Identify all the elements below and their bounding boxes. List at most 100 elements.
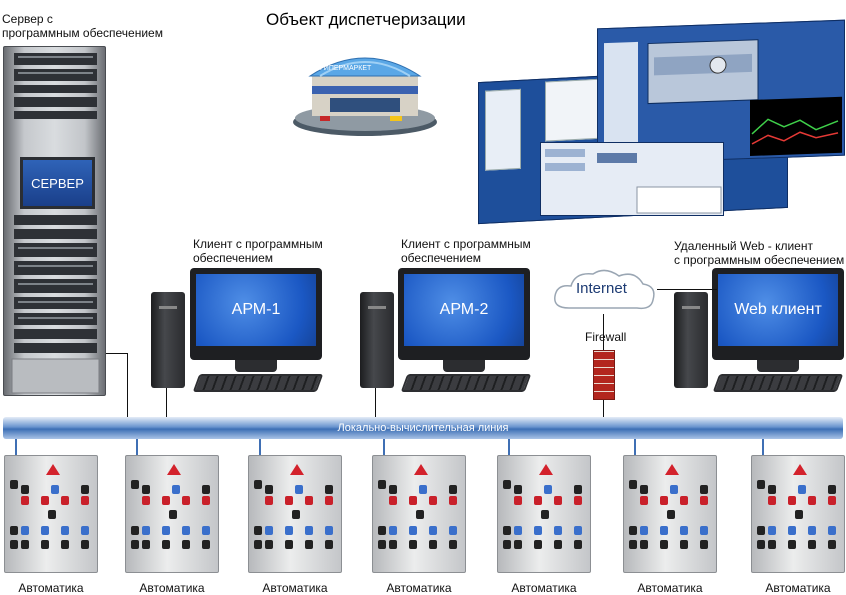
switch-icon [660, 540, 668, 549]
blue-indicator-icon [544, 485, 552, 494]
panel-bus-drop [383, 439, 385, 455]
switch-icon [416, 510, 424, 519]
scada-trend-panel [545, 78, 605, 142]
blue-indicator-icon [81, 526, 89, 535]
client1-caption-line2: обеспечением [193, 251, 274, 265]
automation-panel [751, 455, 845, 573]
switch-icon [10, 540, 18, 549]
firewall-icon [593, 350, 615, 400]
scada-panel [485, 88, 521, 171]
blue-indicator-icon [660, 526, 668, 535]
switch-icon [131, 526, 139, 535]
client3-caption-line2: с программным обеспечением [674, 253, 845, 267]
switch-icon [21, 485, 29, 494]
switch-icon [574, 485, 582, 494]
switch-icon [503, 526, 511, 535]
switch-icon [757, 526, 765, 535]
scada-screen-overlay [540, 142, 724, 216]
switch-icon [808, 540, 816, 549]
switch-icon [292, 510, 300, 519]
automation-panel-label: Автоматика [765, 581, 831, 595]
server-screen: СЕРВЕР [20, 157, 95, 209]
switch-icon [48, 510, 56, 519]
client1-stand [235, 360, 277, 372]
blue-indicator-icon [389, 526, 397, 535]
switch-icon [429, 540, 437, 549]
switch-icon [142, 540, 150, 549]
scada-controls-icon [545, 149, 722, 214]
client2-caption-line1: Клиент с программным [401, 237, 531, 251]
switch-icon [325, 540, 333, 549]
switch-icon [700, 485, 708, 494]
red-indicator-icon [788, 496, 796, 505]
switch-icon [700, 540, 708, 549]
blue-indicator-icon [305, 526, 313, 535]
switch-icon [514, 485, 522, 494]
blue-indicator-icon [142, 526, 150, 535]
web-client-keyboard-icon [712, 374, 844, 392]
blue-indicator-icon [514, 526, 522, 535]
rack-units-icon [11, 53, 100, 394]
client2-stand [443, 360, 485, 372]
blue-indicator-icon [534, 526, 542, 535]
switch-icon [757, 480, 765, 489]
lan-bus: Локально-вычислительная линия [3, 417, 843, 439]
blue-indicator-icon [41, 526, 49, 535]
red-indicator-icon [41, 496, 49, 505]
switch-icon [389, 485, 397, 494]
web-client-tower-icon [674, 292, 708, 388]
client2-caption-line2: обеспечением [401, 251, 482, 265]
warning-triangle-icon [46, 464, 60, 475]
automation-panel [372, 455, 466, 573]
red-indicator-icon [409, 496, 417, 505]
client2-monitor: АРМ-2 [398, 268, 530, 360]
red-indicator-icon [325, 496, 333, 505]
red-indicator-icon [534, 496, 542, 505]
switch-icon [202, 485, 210, 494]
switch-icon [514, 540, 522, 549]
switch-icon [680, 540, 688, 549]
blue-indicator-icon [680, 526, 688, 535]
diagram-title: Объект диспетчеризации [266, 10, 466, 29]
blue-indicator-icon [202, 526, 210, 535]
blue-indicator-icon [182, 526, 190, 535]
switch-icon [169, 510, 177, 519]
switch-icon [265, 540, 273, 549]
client2-screen: АРМ-2 [404, 274, 524, 346]
automation-panel [623, 455, 717, 573]
switch-icon [503, 480, 511, 489]
client2-tower-icon [360, 292, 394, 388]
blue-indicator-icon [798, 485, 806, 494]
switch-icon [378, 480, 386, 489]
red-indicator-icon [660, 496, 668, 505]
switch-icon [61, 540, 69, 549]
red-indicator-icon [554, 496, 562, 505]
client1-monitor: АРМ-1 [190, 268, 322, 360]
automation-panel [4, 455, 98, 573]
automation-panel [248, 455, 342, 573]
blue-indicator-icon [828, 526, 836, 535]
client3-caption-line1: Удаленный Web - клиент [674, 239, 813, 253]
server-bus-link [106, 353, 128, 354]
switch-icon [41, 540, 49, 549]
blue-indicator-icon [788, 526, 796, 535]
red-indicator-icon [389, 496, 397, 505]
switch-icon [757, 540, 765, 549]
switch-icon [629, 480, 637, 489]
scada-screen-front [597, 19, 845, 165]
server-caption-line2: программным обеспечением [2, 26, 163, 40]
switch-icon [828, 540, 836, 549]
warning-triangle-icon [167, 464, 181, 475]
automation-panel-label: Автоматика [18, 581, 84, 595]
red-indicator-icon [142, 496, 150, 505]
blue-indicator-icon [700, 526, 708, 535]
switch-icon [667, 510, 675, 519]
switch-icon [629, 540, 637, 549]
red-indicator-icon [162, 496, 170, 505]
warning-triangle-icon [539, 464, 553, 475]
blue-indicator-icon [295, 485, 303, 494]
automation-panel-label: Автоматика [637, 581, 703, 595]
blue-indicator-icon [640, 526, 648, 535]
client2-bus-drop [375, 388, 376, 417]
